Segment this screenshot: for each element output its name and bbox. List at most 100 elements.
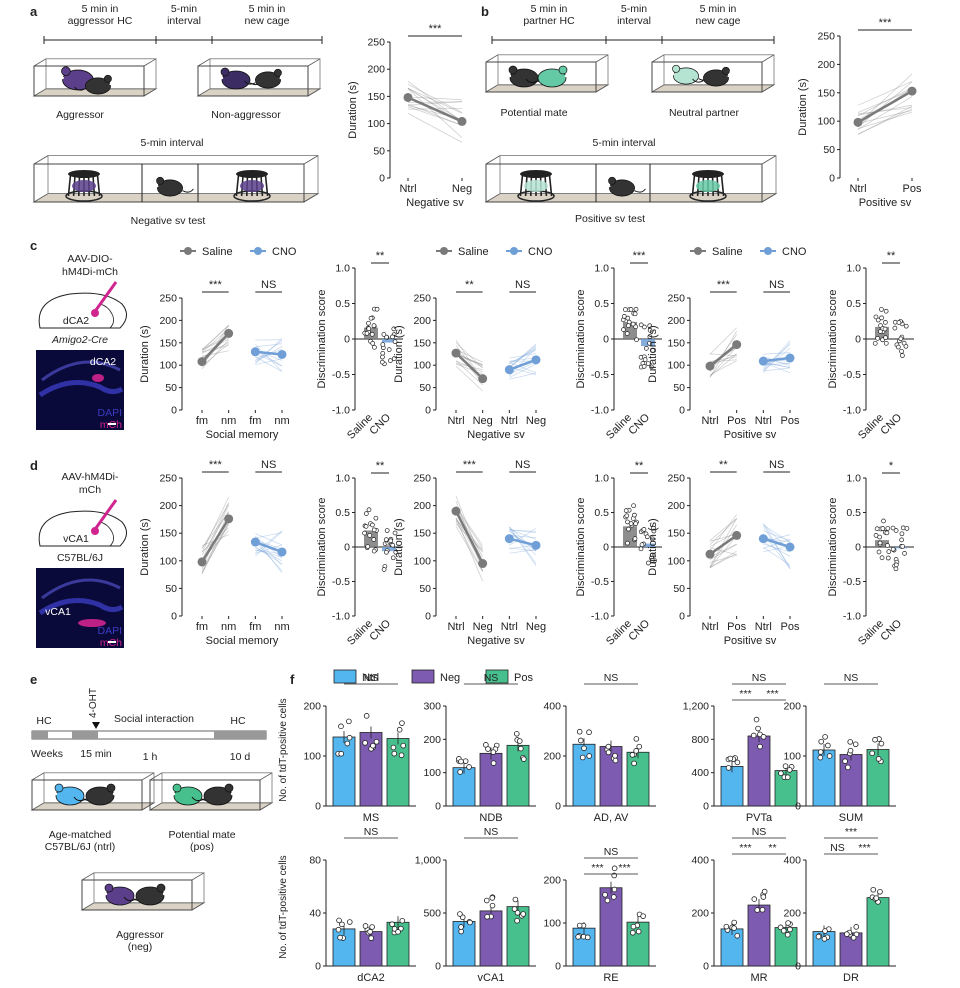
mouse-ear [156, 883, 166, 893]
individual-line [455, 360, 483, 386]
y-tick-label: 50 [165, 583, 177, 595]
y-tick-label: 0 [344, 334, 350, 346]
y-tick-label: 200 [303, 701, 321, 713]
bar-pos [386, 738, 410, 807]
score-point [633, 306, 639, 312]
cage-edge [651, 54, 665, 63]
score-point [633, 521, 638, 527]
si-label: Social interaction [114, 713, 194, 725]
x-axis-label: Social memory [206, 429, 279, 441]
x-tick-label: Neg [452, 183, 472, 195]
y-tick-label: 150 [413, 528, 431, 540]
x-tick-label: nm [274, 621, 289, 633]
mouse-eye [279, 77, 282, 80]
bar-pos [386, 921, 410, 967]
bar-point [337, 934, 343, 941]
score-point [621, 314, 627, 319]
bar-point [761, 888, 768, 895]
sig-label: ** [465, 279, 474, 291]
mouse-line: Amigo2-Cre [51, 334, 108, 346]
sig-label: NS [604, 672, 619, 684]
y-tick-label: 0 [855, 542, 861, 554]
x-tick-label: CNO [367, 411, 393, 437]
mean-point [403, 92, 413, 102]
x-tick-label: fm [249, 415, 261, 427]
individual-line [509, 526, 537, 552]
mean-point [785, 353, 795, 363]
bar-point [817, 749, 824, 755]
bar-point [604, 897, 611, 904]
cup-bar [519, 174, 524, 197]
score-point [372, 344, 377, 350]
sig-label: NS [484, 826, 499, 838]
bar-point [516, 738, 523, 744]
individual-line [255, 358, 283, 365]
label-negative-test: Negative sv test [131, 215, 206, 227]
legend-pos-swatch [485, 669, 509, 684]
y-tick-label: 150 [667, 337, 685, 349]
cage-edge [143, 58, 157, 67]
y-tick-label: 200 [543, 875, 561, 887]
individual-line [255, 531, 283, 557]
y-tick-label: 200 [543, 751, 561, 763]
mean-point [531, 355, 541, 365]
bar-point [873, 895, 880, 901]
bar-point [389, 921, 395, 928]
legend-cno-label: CNO [528, 246, 553, 258]
y-axis-label: Duration (s) [139, 518, 151, 575]
individual-line [407, 80, 463, 123]
y-tick-label: -0.5 [591, 369, 609, 381]
cage-edge [141, 802, 155, 811]
y-tick-label: 150 [413, 337, 431, 349]
sig-label: *** [845, 826, 857, 838]
bar-point [784, 774, 791, 781]
bar-point [847, 739, 854, 745]
bar-point [786, 767, 793, 773]
y-tick-label: 200 [817, 59, 835, 71]
bar-point [734, 932, 741, 939]
score-point [903, 323, 909, 329]
bar-point [734, 759, 741, 766]
mean-point [197, 357, 207, 367]
mouse-tail [634, 188, 646, 193]
label-mate: Potential mate [500, 107, 567, 119]
timeline-label: 5-min [621, 3, 647, 15]
y-tick-label: 100 [367, 118, 385, 130]
histology-band [41, 360, 121, 382]
region-label: AD, AV [594, 812, 629, 824]
bar-point [586, 753, 593, 759]
y-tick-label: -1.0 [332, 405, 350, 417]
score-point [626, 323, 631, 328]
mouse-ear [172, 783, 182, 793]
bar-point [878, 740, 885, 747]
panel-letter-b: b [481, 4, 489, 19]
y-tick-label: 0 [829, 173, 835, 185]
aggr-label: (neg) [128, 941, 153, 953]
cage-edge [303, 155, 319, 165]
bar-point [842, 758, 848, 765]
score-point [388, 538, 394, 544]
individual-line [509, 361, 537, 375]
mean-point [705, 549, 715, 559]
sig-label: NS [752, 826, 767, 838]
y-tick-label: 0 [435, 801, 441, 813]
mouse-eye [220, 76, 224, 80]
bar-point [344, 740, 351, 747]
cage-edge [307, 88, 321, 97]
individual-line [255, 352, 283, 367]
mean-line-saline [407, 96, 463, 123]
individual-line [407, 88, 463, 121]
bar-point [853, 924, 860, 930]
legend-ntrl-swatch [333, 669, 357, 684]
score-point [380, 354, 385, 360]
individual-line [455, 517, 484, 566]
x-tick-label: Pos [781, 415, 800, 427]
score-point [379, 359, 385, 365]
score-point [879, 307, 884, 312]
cage-edge [595, 54, 609, 63]
bar-point [462, 758, 469, 764]
y-tick-label: 0 [171, 611, 177, 623]
individual-line [709, 346, 737, 377]
